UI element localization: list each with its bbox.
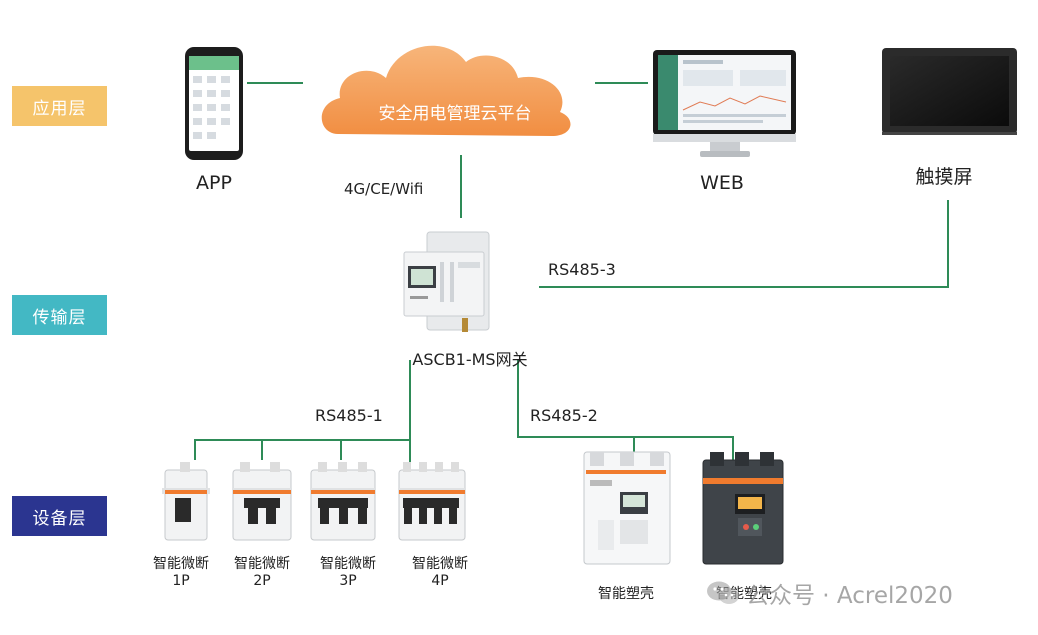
breaker-1p-icon	[162, 462, 210, 541]
mccb-white-label: 智能塑壳	[598, 586, 654, 602]
cloud-label: 安全用电管理云平台	[378, 104, 532, 124]
web-label: WEB	[700, 172, 744, 194]
line-rs485-3	[539, 200, 949, 288]
breaker-2p-icon	[232, 462, 292, 541]
watermark-text: 公众号 · Acrel2020	[746, 583, 953, 609]
layer-label-application: 应用层	[12, 86, 107, 126]
app-label: APP	[196, 172, 232, 194]
rs485-1-label: RS485-1	[315, 406, 383, 425]
mccb-dark-icon	[702, 452, 784, 565]
touchscreen-icon	[882, 48, 1017, 135]
cloud-link-label: 4G/CE/Wifi	[344, 180, 424, 198]
line-breaker-bus	[194, 439, 410, 460]
gateway-label: ASCB1-MS网关	[412, 350, 528, 369]
gateway-icon	[403, 231, 490, 332]
layer-label-device: 设备层	[12, 496, 107, 536]
line-rs485-2	[517, 360, 734, 460]
layer-label-transmission: 传输层	[12, 295, 107, 335]
monitor-icon	[653, 50, 796, 157]
connection-lines	[194, 82, 949, 470]
mccb-white-icon	[583, 451, 671, 565]
watermark: 公众号 · Acrel2020	[706, 578, 953, 609]
touchscreen-label: 触摸屏	[915, 166, 973, 188]
breaker-4p-icon	[398, 462, 466, 541]
wechat-icon	[707, 581, 739, 604]
rs485-2-label: RS485-2	[530, 406, 598, 425]
phone-icon	[185, 47, 243, 160]
breaker-3p-icon	[310, 462, 376, 541]
cloud-icon	[321, 45, 571, 136]
rs485-3-label: RS485-3	[548, 260, 616, 279]
